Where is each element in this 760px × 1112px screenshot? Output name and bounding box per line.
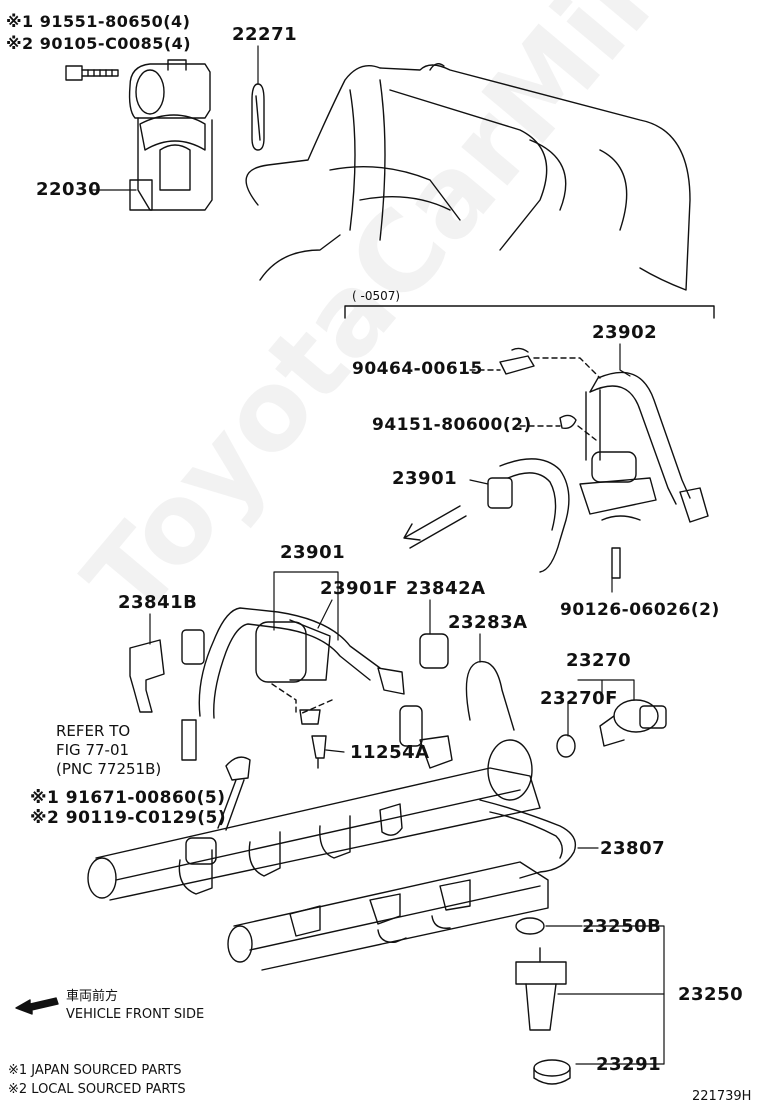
regulator-23270 <box>599 699 667 747</box>
label-22271: 22271 <box>232 24 298 45</box>
note-pn-japan: ※1 91551-80650(4) <box>6 12 191 31</box>
label-23283A: 23283A <box>448 612 528 633</box>
throttle-bolt <box>65 65 119 81</box>
label-23902: 23902 <box>592 322 658 343</box>
label-23841B: 23841B <box>118 592 198 613</box>
label-23842A: 23842A <box>406 578 486 599</box>
label-90464-00615: 90464-00615 <box>352 359 483 379</box>
front-arrow-icon <box>15 997 59 1015</box>
pipe-23807 <box>479 799 577 879</box>
wire-23283A <box>465 660 515 731</box>
delivery-bolt <box>217 756 251 831</box>
label-23270: 23270 <box>566 650 632 671</box>
label-23901-upper: 23901 <box>392 468 458 489</box>
label-90126-06026: 90126-06026(2) <box>560 600 720 620</box>
front-label-jp: 車両前方 <box>66 989 119 1004</box>
label-23291: 23291 <box>596 1054 662 1075</box>
legend-japan-sourced: ※1 JAPAN SOURCED PARTS <box>8 1063 182 1078</box>
leader-lines <box>91 45 665 1065</box>
hose-fitting <box>487 477 513 509</box>
label-23250: 23250 <box>678 984 744 1005</box>
label-23270F: 23270F <box>540 688 618 709</box>
connector-23842A <box>419 633 449 669</box>
throttle-body-22030 <box>128 59 213 211</box>
label-23807: 23807 <box>600 838 666 859</box>
label-11254A: 11254A <box>350 742 430 763</box>
dashed-guides <box>271 357 601 715</box>
injector-23250 <box>515 917 571 1085</box>
intake-manifold <box>245 63 691 291</box>
bolt-11254A <box>311 735 327 769</box>
refer-note: REFER TO FIG 77-01 (PNC 77251B) <box>56 722 162 778</box>
note-pn-local: ※2 90105-C0085(4) <box>6 34 192 53</box>
label-94151-80600: 94151-80600(2) <box>372 415 532 435</box>
front-label-en: VEHICLE FRONT SIDE <box>66 1007 205 1022</box>
label-23901-lower: 23901 <box>280 542 346 563</box>
note-pn-local-bolt: ※2 90119-C0129(5) <box>30 808 227 828</box>
fuel-rail-upper <box>87 705 541 901</box>
figure-id: 221739H <box>692 1089 752 1104</box>
direction-arrow <box>403 505 467 549</box>
hose-23901-upper <box>499 458 570 573</box>
hose-23901-lower <box>181 607 405 761</box>
gasket-22271 <box>251 83 265 151</box>
label-23901F: 23901F <box>320 578 398 599</box>
legend-local-sourced: ※2 LOCAL SOURCED PARTS <box>8 1082 186 1097</box>
bracket-23841B <box>129 639 165 713</box>
note-pn-japan-bolt: ※1 91671-00860(5) <box>30 788 226 808</box>
label-range: ( -0507) <box>352 289 401 303</box>
clip-94151 <box>559 414 577 430</box>
vsv-hose-23902 <box>579 371 709 579</box>
clip-90464 <box>499 347 535 375</box>
label-23250B: 23250B <box>582 916 662 937</box>
label-22030: 22030 <box>36 179 102 200</box>
fuel-rail-lower <box>227 861 549 971</box>
range-bracket <box>344 305 715 319</box>
oring-23270F <box>556 734 576 758</box>
